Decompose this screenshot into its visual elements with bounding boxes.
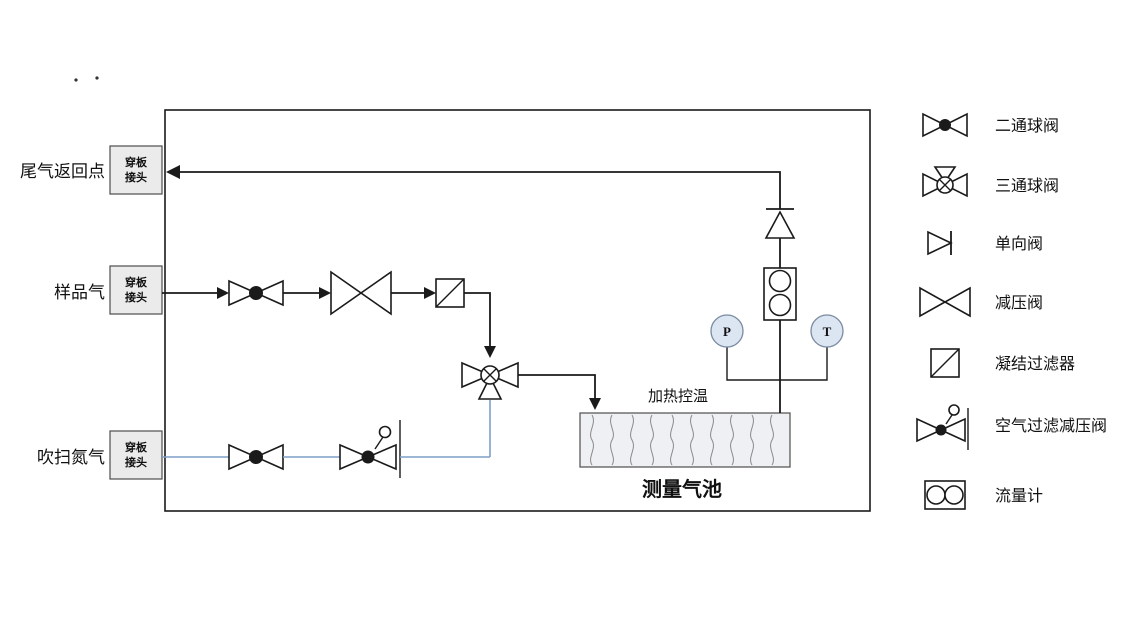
nitrogen-line [162,400,491,478]
arrow-right [217,287,229,299]
bulkhead-connector-label-1: 穿板 [125,275,148,289]
arrow-right [319,287,331,299]
legend-air-filter-regulator-icon [916,404,969,450]
legend-label-three-way-valve: 三通球阀 [995,177,1059,195]
temperature-gauge: T [810,314,844,348]
legend-condensation-filter-icon [930,348,960,378]
check-valve [764,208,796,239]
arrow-down [484,346,496,358]
gauge-connections [726,347,828,381]
measuring-gas-cell: 加热控温 测量气池 [579,388,791,501]
legend-ball-valve-icon [922,112,968,138]
bulkhead-connector-label-1: 穿板 [125,155,148,169]
port-purge-nitrogen: 吹扫氮气 穿板 接头 [37,430,163,480]
ball-valve [228,443,284,471]
sample-gas-line [162,270,496,358]
port-sample-gas: 样品气 穿板 接头 [54,265,163,315]
stray-marks [74,76,99,82]
sample-gas-label: 样品气 [54,283,105,302]
tail-gas-label: 尾气返回点 [20,162,105,181]
bulkhead-connector-box [109,265,163,315]
arrow-down [589,398,601,410]
air-filter-regulator [339,420,401,478]
legend-label-flow-meter: 流量计 [995,487,1043,505]
temperature-gauge-label: T [823,324,832,339]
bulkhead-connector-label-2: 接头 [125,290,147,304]
legend-label-ball-valve: 二通球阀 [995,117,1059,135]
legend-label-condensation-filter: 凝结过滤器 [995,355,1075,373]
enclosure-outline [164,109,871,512]
purge-nitrogen-label: 吹扫氮气 [37,448,105,467]
pressure-gauge-label: P [723,324,731,339]
legend-label-air-filter-regulator: 空气过滤减压阀 [995,417,1107,435]
ball-valve [228,279,284,307]
valve-to-cell-line [518,374,601,410]
legend-flow-meter-icon [924,480,966,510]
pressure-gauge: P [710,314,744,348]
legend-label-reducing-valve: 减压阀 [995,294,1043,312]
bulkhead-connector-box [109,430,163,480]
bulkhead-connector-box [109,145,163,195]
cell-label: 测量气池 [642,477,722,501]
heater-label: 加热控温 [648,388,708,405]
pressure-reducing-valve [330,270,392,316]
legend-check-valve-icon [927,230,953,256]
port-tail-gas: 尾气返回点 穿板 接头 [20,145,163,195]
bulkhead-connector-label-2: 接头 [125,170,147,184]
tail-gas-return-line [166,165,781,209]
legend-label-check-valve: 单向阀 [995,235,1043,253]
condensation-filter [435,278,465,308]
three-way-ball-valve [461,361,519,400]
legend-three-way-valve-icon [922,166,968,198]
heater-coil-waves [590,414,774,466]
bulkhead-connector-label-1: 穿板 [125,440,148,454]
arrow-right [424,287,436,299]
legend-reducing-valve-icon [919,286,971,318]
arrow-left [166,165,180,179]
flow-meter [763,267,797,321]
bulkhead-connector-label-2: 接头 [125,455,147,469]
legend: 二通球阀 三通球阀 单向阀 减压阀 凝结过滤器 [916,112,1107,510]
